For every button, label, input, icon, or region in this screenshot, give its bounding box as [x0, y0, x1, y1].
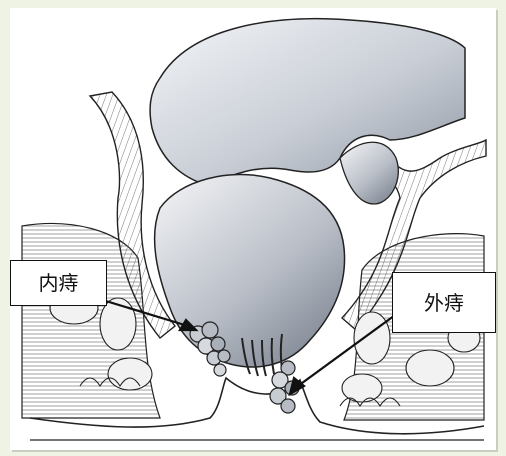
external-hemorrhoid-label-text: 外痔 [424, 293, 464, 313]
external-hemorrhoid-label: 外痔 [392, 272, 496, 333]
rectal-ampulla [155, 175, 345, 367]
rectum-anatomy-diagram [10, 8, 496, 450]
internal-hemorrhoid-label-text: 内痔 [39, 273, 79, 293]
rectum-fold [340, 142, 398, 204]
diagram-panel: 内痔 外痔 [10, 8, 496, 450]
rectum-upper [150, 19, 465, 186]
internal-hemorrhoid-label: 内痔 [10, 260, 107, 306]
